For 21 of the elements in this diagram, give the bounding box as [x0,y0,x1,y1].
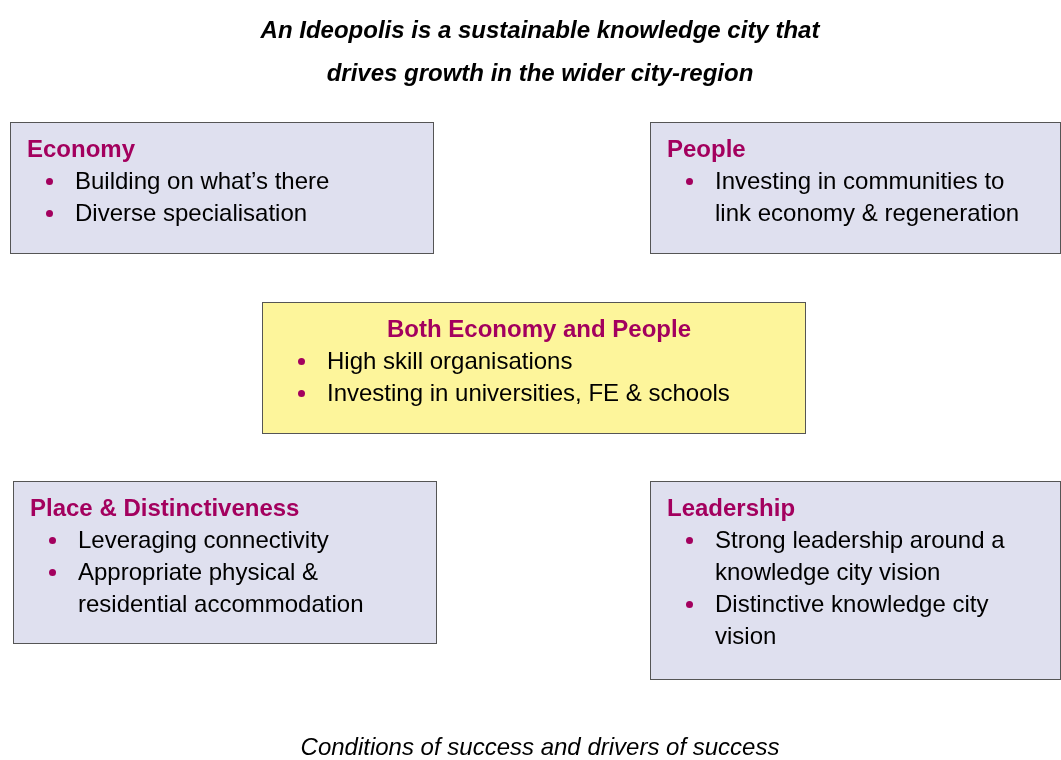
caption: Conditions of success and drivers of success [299,733,781,760]
bullet-item: Appropriate physical & residential accommodation [78,557,365,619]
category-box [650,122,1061,254]
category-box [13,481,437,644]
bullet-item: Leveraging connectivity [78,525,330,555]
category-box [650,481,1061,680]
bullet-item: High skill organisations [327,346,574,376]
box-heading: Leadership [667,493,796,523]
bullet-item: Building on what’s there [75,166,331,196]
title: An Ideopolis is a sustainable knowledge city that drives growth in the wider city-region [259,15,822,88]
bullet-item: Distinctive knowledge city vision [715,589,990,651]
highlight-box [262,302,806,434]
bullet-item: Strong leadership around a knowledge city vision [715,525,1006,587]
bullet-item: Investing in communities to link economy & regeneration [715,166,1021,228]
box-heading: Both Economy and People [386,314,692,344]
box-heading: Economy [27,134,136,164]
category-box [10,122,434,254]
box-heading: Place & Distinctiveness [30,493,300,523]
bullet-item: Investing in universities, FE & schools [327,378,731,408]
bullet-item: Diverse specialisation [75,198,309,228]
box-heading: People [667,134,746,164]
